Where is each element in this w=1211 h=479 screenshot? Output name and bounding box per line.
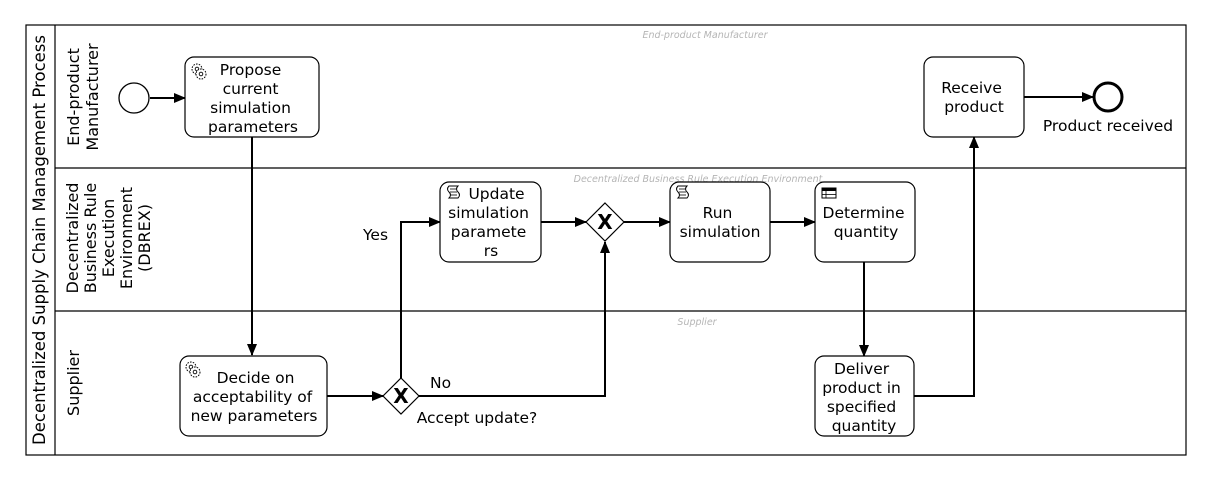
lane-label-line: (DBREX) — [135, 204, 154, 272]
lane-label-line: Business Rule — [81, 183, 100, 293]
lane-label-line: Environment — [117, 187, 136, 289]
end-event-label: Product received — [1043, 117, 1173, 135]
lane-label-line: Decentralized — [63, 183, 82, 294]
lane-label-line: Supplier — [64, 350, 83, 416]
lane-label-line: Execution — [99, 199, 118, 278]
gateway-x-marker: X — [393, 384, 409, 408]
task-propose-text: Propose current simulation parameters — [208, 61, 298, 136]
start-event[interactable] — [118, 82, 150, 114]
end-event[interactable] — [1092, 81, 1124, 113]
lane-ghost-label: Decentralized Business Rule Execution En… — [574, 174, 824, 185]
lane-label-line: Manufacturer — [83, 43, 102, 151]
flow-gateway-yes[interactable] — [400, 217, 441, 378]
task-update-text: Update simulation paramete rs — [448, 185, 534, 260]
flow-label-yes: Yes — [362, 226, 388, 244]
task-receive-text: Receive product — [941, 79, 1007, 116]
script-task-icon — [676, 185, 689, 199]
flow-gateway-no[interactable] — [419, 241, 610, 397]
task-determine-text: Determine quantity — [823, 204, 910, 241]
flow-label-no: No — [430, 374, 451, 392]
lane-label-manufacturer: End-product Manufacturer — [64, 43, 102, 151]
task-deliver[interactable]: Deliver product in specified quantity — [814, 355, 915, 437]
task-run-text: Run simulation — [680, 204, 761, 241]
gateway-x-marker: X — [597, 210, 613, 234]
script-task-icon — [447, 185, 460, 199]
lane-label-line: End-product — [64, 48, 83, 146]
gateway-accept[interactable]: X — [382, 377, 420, 415]
lane-ghost-label: End-product Manufacturer — [642, 30, 768, 41]
task-run[interactable]: Run simulation — [669, 181, 771, 263]
lane-label-supplier: Supplier — [64, 350, 83, 416]
flow-deliver-to-receive[interactable] — [914, 136, 979, 397]
task-receive[interactable]: Receive product — [923, 56, 1025, 138]
task-decide[interactable]: Decide on acceptability of new parameter… — [179, 355, 328, 437]
gateway-merge[interactable]: X — [585, 202, 625, 242]
task-deliver-text: Deliver product in specified quantity — [822, 360, 906, 435]
task-propose[interactable]: Propose current simulation parameters — [184, 56, 320, 138]
pool-label: Decentralized Supply Chain Management Pr… — [30, 35, 49, 445]
lane-label-dbrex: Decentralized Business Rule Execution En… — [63, 183, 154, 294]
service-task-icon — [191, 63, 207, 80]
task-update[interactable]: Update simulation paramete rs — [439, 181, 542, 263]
gateway-accept-label: Accept update? — [417, 409, 538, 427]
business-rule-task-icon — [821, 187, 837, 199]
service-task-icon — [185, 361, 201, 378]
task-decide-text: Decide on acceptability of new parameter… — [191, 369, 318, 425]
lane-ghost-label: Supplier — [677, 317, 717, 328]
task-determine[interactable]: Determine quantity — [814, 181, 916, 263]
